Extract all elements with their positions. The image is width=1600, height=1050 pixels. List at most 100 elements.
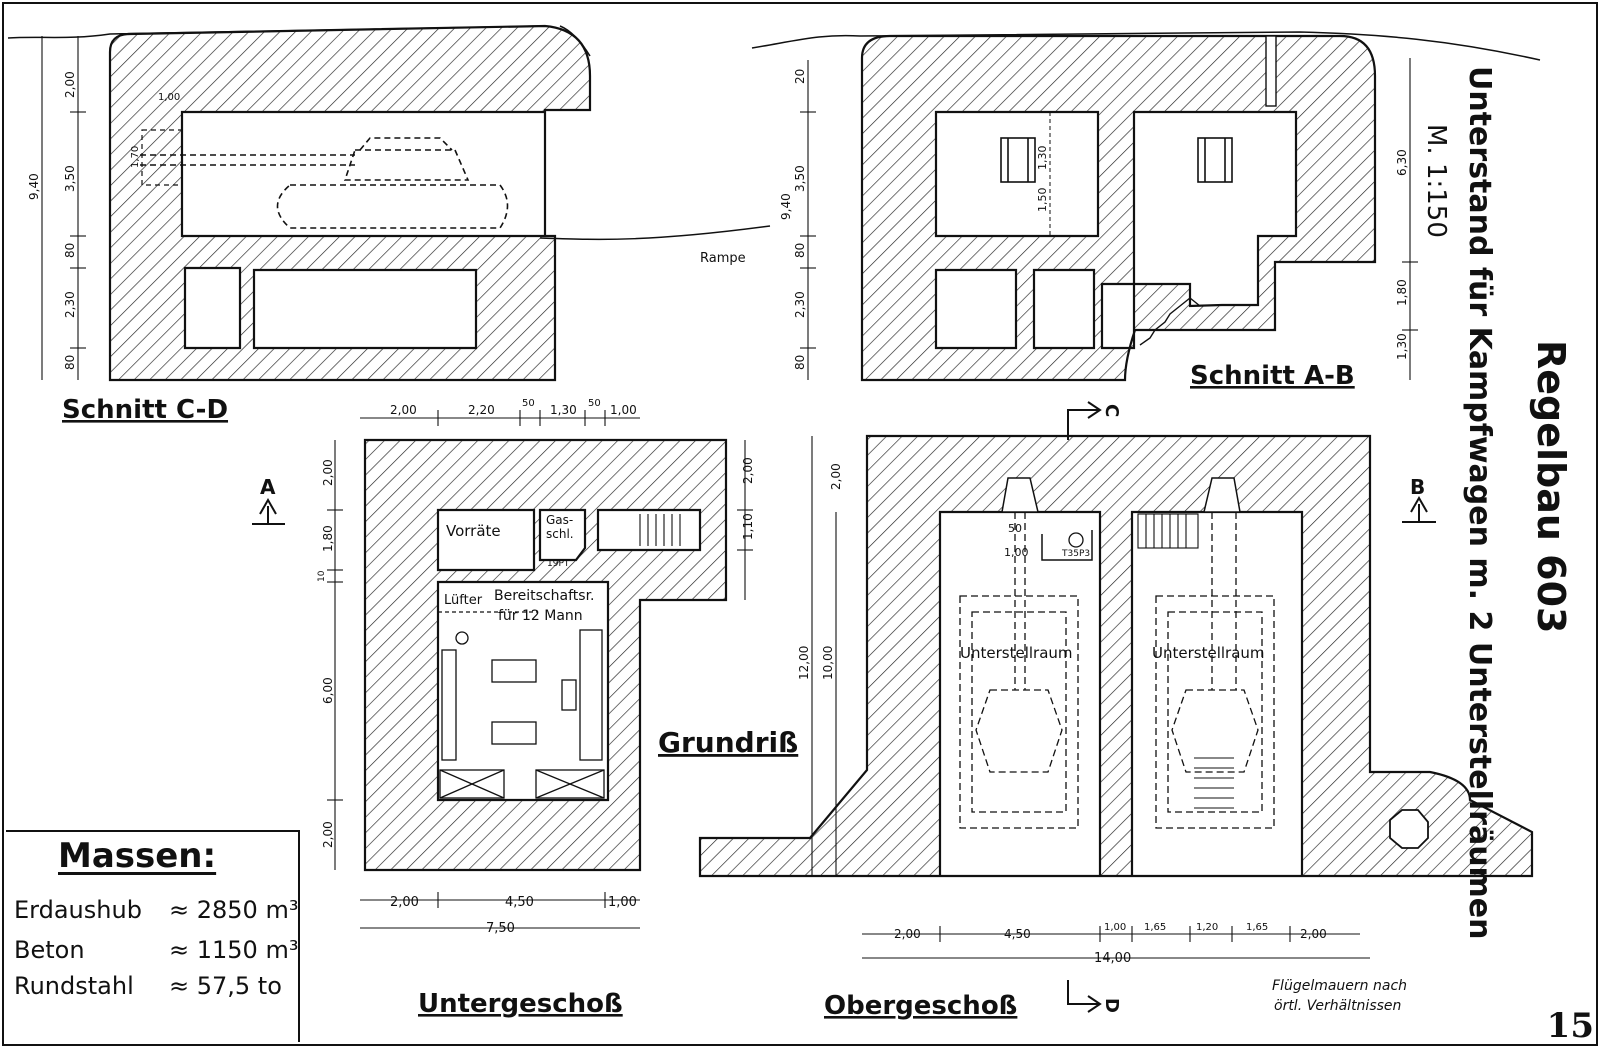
room-luefter: Lüfter: [444, 593, 483, 608]
ground-line-ab: [751, 31, 1541, 61]
dim-ug-bottom-1: 2,00: [390, 895, 419, 910]
cd-concrete: [108, 24, 592, 382]
marker-b: B: [1410, 475, 1425, 499]
label-scale: M. 1:150: [1421, 124, 1451, 238]
marker-c: C: [1101, 404, 1122, 417]
og-concrete: [698, 434, 1534, 878]
massen-label-beton: Beton: [14, 936, 85, 964]
dim-ug-left-2: 1,80: [321, 525, 335, 552]
marker-a-arrow: [252, 497, 285, 525]
plan-untergeschoss: [252, 410, 753, 929]
dim-og-bottom-1: 2,00: [894, 927, 921, 941]
og-tank-outlines: [959, 512, 1275, 829]
dim-og-bottom-3: 1,00: [1104, 922, 1126, 933]
dim-ug-top-3: 50: [522, 398, 535, 409]
dim-ab-5: 80: [793, 355, 807, 370]
dim-ug-left-5: 2,00: [321, 821, 335, 848]
dim-og-small-1: 50: [1008, 522, 1022, 535]
dim-ab-4: 2,30: [793, 291, 807, 318]
massen-title: Massen:: [58, 836, 217, 876]
dim-og-small-2: 1,00: [1004, 546, 1029, 559]
dim-og-bottom-6: 1,65: [1246, 922, 1268, 933]
dim-ug-total: 7,50: [486, 921, 515, 936]
dim-og-bottom-7: 2,00: [1300, 927, 1327, 941]
dim-ab-right-2: 1,80: [1395, 279, 1409, 306]
og-fixture: [1041, 530, 1093, 561]
dim-ab-2: 3,50: [793, 165, 807, 192]
dim-ab-right-1: 6,30: [1395, 149, 1409, 176]
og-embrasure-1: [1001, 477, 1039, 513]
section-cd: [7, 24, 771, 382]
dim-ug-left-3: 10: [317, 570, 327, 582]
section-ab: [751, 31, 1541, 382]
dim-cd-3: 80: [63, 243, 77, 258]
room-bereit-2: für 12 Mann: [498, 608, 583, 624]
room-vorraete: Vorräte: [446, 522, 501, 540]
dim-ug-top-1: 2,00: [390, 403, 417, 417]
dim-ug-left-4: 6,00: [321, 677, 335, 704]
marker-c-arrow: [1067, 401, 1102, 440]
dim-og-bottom-5: 1,20: [1196, 922, 1218, 933]
massen-row-rundstahl: Rundstahl ≈ 57,5 to: [14, 972, 282, 1000]
ug-stair: [639, 514, 681, 546]
room-bereit-1: Bereitschaftsr.: [494, 588, 595, 604]
tank-outline: [140, 137, 509, 229]
label-untergeschoss: Untergeschoß: [418, 989, 623, 1019]
label-schnitt-ab: Schnitt A-B: [1190, 361, 1355, 391]
ab-stair: [1139, 297, 1201, 346]
dim-ug-bottom-3: 1,00: [608, 895, 637, 910]
massen-label-erdaushub: Erdaushub: [14, 896, 142, 924]
dim-ug-top-2: 2,20: [468, 403, 495, 417]
dim-ug-bottom-2: 4,50: [505, 895, 534, 910]
og-octagon: [1389, 809, 1429, 849]
room-gas-1: Gas-: [546, 513, 573, 527]
og-stair: [1137, 513, 1234, 809]
plan-obergeschoss: [698, 401, 1534, 1013]
dim-cd-4: 2,30: [63, 291, 77, 318]
label-schnitt-cd: Schnitt C-D: [62, 395, 228, 425]
text-labels: Schnitt C-D Schnitt A-B Grundriß Unterge…: [27, 66, 1573, 1021]
massen-value-erdaushub: ≈ 2850 m³: [169, 896, 299, 924]
dim-og-total: 14,00: [1094, 951, 1131, 966]
og-fixture-target: [1068, 532, 1084, 548]
massen-row-erdaushub: Erdaushub ≈ 2850 m³: [14, 896, 298, 924]
dim-ab-total: 9,40: [779, 193, 793, 220]
label-obergeschoss: Obergeschoß: [824, 991, 1017, 1021]
og-embrasure-2: [1203, 477, 1241, 513]
massen-box: Massen: Erdaushub ≈ 2850 m³ Beton ≈ 1150…: [6, 830, 300, 1042]
room-t35p3: T35P3: [1061, 549, 1090, 559]
dim-og-bottom-2: 4,50: [1004, 927, 1031, 941]
dim-cd-small-2: 1,70: [130, 146, 141, 168]
label-title: Regelbau 603: [1529, 340, 1573, 633]
cd-embrasure: [141, 129, 183, 186]
dim-ug-right-1: 2,00: [741, 457, 755, 484]
dim-cd-5: 80: [63, 355, 77, 370]
ug-furniture: [438, 611, 605, 799]
massen-value-beton: ≈ 1150 m³: [169, 936, 299, 964]
dim-cd-total: 9,40: [27, 173, 41, 200]
dim-og-left-2: 12,00: [797, 646, 811, 680]
dim-ab-inner-1: 1,30: [1036, 146, 1049, 171]
dim-og-left-1: 2,00: [829, 463, 843, 490]
marker-a: A: [260, 475, 276, 499]
label-grundriss: Grundriß: [658, 726, 798, 759]
dim-ab-3: 80: [793, 243, 807, 258]
marker-b-arrow: [1402, 495, 1436, 523]
dim-og-left-3: 10,00: [821, 646, 835, 680]
label-rampe: Rampe: [700, 251, 746, 266]
label-subtitle: Unterstand für Kampfwagen m. 2 Unterstel…: [1462, 66, 1497, 940]
dim-ab-1: 20: [793, 69, 807, 84]
massen-value-rundstahl: ≈ 57,5 to: [169, 972, 282, 1000]
ground-line-ramp: [539, 225, 771, 241]
massen-row-beton: Beton ≈ 1150 m³: [14, 936, 298, 964]
dim-ug-right-2: 1,10: [741, 513, 755, 540]
room-unterstell-2: Unterstellraum: [1152, 644, 1265, 662]
room-pt: 19PT: [547, 559, 570, 569]
dim-cd-1: 2,00: [63, 71, 77, 98]
marker-d-arrow: [1067, 980, 1102, 1013]
label-fluegel-1: Flügelmauern nach: [1272, 978, 1407, 994]
dim-ug-left-1: 2,00: [321, 459, 335, 486]
ab-concrete: [860, 34, 1377, 382]
marker-d: D: [1101, 998, 1122, 1013]
